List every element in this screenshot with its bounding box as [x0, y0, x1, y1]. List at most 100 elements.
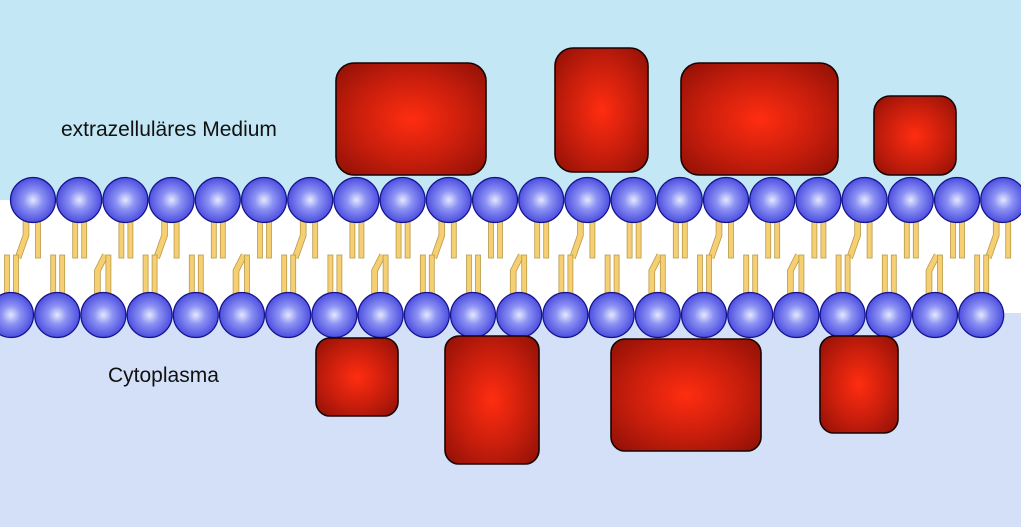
lipid-tail-kink — [926, 253, 940, 295]
lipid-tail — [983, 254, 990, 295]
phospholipid-head — [958, 291, 1005, 339]
lipid-tail — [534, 220, 541, 259]
phospholipid-head — [841, 176, 888, 224]
phospholipid-head — [680, 291, 728, 339]
lipid-tail — [866, 220, 873, 259]
lipid-tail-kink — [510, 253, 524, 295]
lipid-tail-kink — [233, 253, 247, 295]
lipid-tail — [488, 220, 494, 259]
phospholipid-head — [496, 291, 543, 339]
lipid-tail — [697, 254, 703, 295]
phospholipid-head — [865, 291, 912, 339]
lipid-tail — [912, 220, 919, 259]
lipid-tail-kink — [649, 253, 663, 295]
cytoplasm-label: Cytoplasma — [108, 364, 219, 387]
phospholipid-head — [542, 291, 589, 339]
lipid-tail — [881, 254, 888, 295]
lipid-tail-kink — [431, 220, 445, 259]
lipid-tail — [266, 220, 272, 259]
lipid-tail — [466, 254, 472, 295]
membrane-protein — [444, 335, 540, 465]
lipid-tail — [558, 254, 565, 295]
phospholipid-head — [702, 176, 750, 224]
membrane-protein — [680, 62, 839, 176]
lipid-tail — [626, 220, 633, 259]
membrane-protein — [873, 95, 957, 176]
lipid-tail — [937, 254, 943, 295]
phospholipid-head — [727, 291, 774, 339]
lipid-tail — [811, 220, 818, 259]
lipid-tail — [81, 220, 88, 259]
phospholipid-head — [56, 176, 103, 224]
lipid-tail-kink — [372, 253, 385, 295]
lipid-tail — [257, 220, 263, 259]
lipid-tail — [475, 254, 481, 295]
phospholipid-head — [0, 291, 35, 339]
lipid-tail — [312, 220, 319, 259]
phospholipid-head — [9, 176, 57, 224]
lipid-tail — [835, 254, 842, 295]
lipid-tail-kink — [292, 220, 306, 259]
phospholipid-head — [471, 176, 519, 224]
lipid-tail — [844, 254, 851, 295]
lipid-tail — [72, 220, 79, 259]
phospholipid-head — [819, 291, 866, 339]
lipid-tail-kink — [154, 220, 168, 259]
phospholipid-head — [887, 176, 934, 224]
lipid-tail — [752, 254, 759, 295]
lipid-tail — [404, 220, 411, 259]
lipid-tail — [567, 254, 574, 295]
phospholipid-head — [656, 176, 703, 224]
lipid-tail — [765, 220, 772, 259]
phospholipid-head — [311, 291, 358, 339]
lipid-tail — [173, 220, 180, 259]
lipid-tail — [349, 220, 356, 259]
lipid-tail — [244, 254, 250, 295]
lipid-tail — [50, 254, 57, 295]
phospholipid-head — [911, 291, 959, 339]
lipid-tail — [4, 254, 10, 295]
lipid-tail — [1005, 220, 1012, 259]
lipid-tail-kink — [94, 253, 108, 295]
phospholipid-head — [449, 291, 497, 339]
phospholipid-head — [240, 176, 288, 224]
phospholipid-head — [933, 176, 981, 224]
lipid-tail-kink — [708, 220, 722, 259]
lipid-tail — [395, 220, 402, 259]
lipid-tail — [142, 254, 149, 295]
lipid-tail — [327, 254, 334, 295]
lipid-tail — [820, 220, 827, 259]
lipid-tail — [890, 254, 897, 295]
phospholipid-head — [218, 291, 266, 339]
lipid-tail — [604, 254, 611, 295]
lipid-tail-kink — [787, 253, 801, 295]
lipid-tail — [382, 254, 389, 295]
lipid-tail — [521, 254, 528, 295]
lipid-tail-kink — [15, 220, 29, 259]
extracellular-label: extrazelluläres Medium — [61, 118, 277, 141]
phospholipid-head — [102, 176, 149, 224]
membrane-protein — [819, 335, 899, 434]
phospholipid-head — [80, 291, 127, 339]
lipid-tail — [543, 220, 550, 259]
lipid-tail — [959, 220, 965, 259]
lipid-tail — [219, 220, 226, 259]
lipid-tail — [188, 254, 195, 295]
lipid-tail — [450, 220, 457, 259]
lipid-tail — [35, 220, 41, 259]
phospholipid-head — [564, 176, 611, 224]
lipid-tail — [151, 254, 158, 295]
phospholipid-head — [518, 176, 565, 224]
lipid-tail — [659, 254, 666, 295]
membrane-protein — [335, 62, 487, 176]
phospholipid-head — [287, 176, 334, 224]
phospholipid-head — [172, 291, 219, 339]
lipid-tail — [589, 220, 596, 259]
outer-leaflet-heads — [9, 176, 1021, 224]
lipid-tail — [336, 254, 343, 295]
lipid-tail — [728, 220, 734, 259]
phospholipid-head — [425, 176, 472, 224]
lipid-tail — [672, 220, 679, 259]
